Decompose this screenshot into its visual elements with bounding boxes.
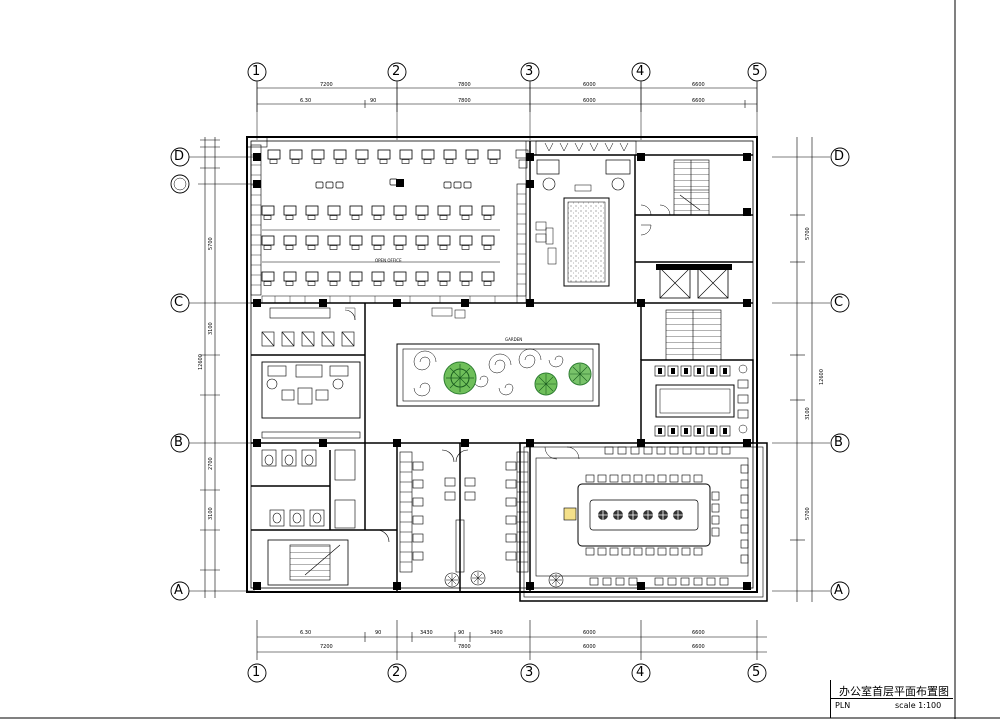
open-office-workstations: OPEN OFFICE	[250, 144, 527, 304]
svg-text:7200: 7200	[320, 82, 333, 88]
drawing-code: PLN	[835, 701, 851, 710]
svg-text:3100: 3100	[208, 507, 214, 520]
svg-text:2700: 2700	[208, 457, 214, 470]
svg-text:7200: 7200	[320, 644, 333, 650]
svg-text:6000: 6000	[583, 630, 596, 636]
svg-text:GARDEN: GARDEN	[505, 337, 522, 342]
manager-office	[515, 140, 637, 287]
svg-text:90: 90	[370, 98, 376, 104]
svg-text:5700: 5700	[208, 237, 214, 250]
left-lower-rooms	[261, 307, 361, 586]
svg-text:3400: 3400	[490, 630, 503, 636]
grid-row-right-a: A	[834, 583, 843, 598]
title-block: 办公室首层平面布置图 PLN scale 1:100	[830, 680, 953, 718]
title-divider	[831, 698, 953, 699]
svg-text:5700: 5700	[805, 507, 811, 520]
svg-text:7800: 7800	[458, 82, 471, 88]
svg-text:6600: 6600	[692, 630, 705, 636]
svg-text:6.30: 6.30	[300, 98, 311, 104]
grid-row-left-d: D	[174, 149, 185, 164]
grid-row-right-b: B	[834, 435, 843, 450]
conference-room	[535, 446, 749, 586]
grid-row-right-c: C	[834, 295, 844, 310]
grid-col-bottom-5: 5	[752, 665, 761, 680]
center-lower-offices	[376, 449, 529, 573]
svg-text:6000: 6000	[583, 98, 596, 104]
bottom-dimension-lines	[256, 620, 767, 660]
svg-text:3100: 3100	[208, 322, 214, 335]
grid-col-top-1: 1	[252, 64, 261, 79]
central-garden-feature: GARDEN	[396, 337, 600, 407]
svg-text:5700: 5700	[805, 227, 811, 240]
svg-text:6.30: 6.30	[300, 630, 311, 636]
grid-col-top-5: 5	[752, 64, 761, 79]
drawing-title: 办公室首层平面布置图	[839, 685, 949, 698]
grid-col-top-4: 4	[636, 64, 645, 79]
grid-row-left-b: B	[174, 435, 183, 450]
grid-row-right-d: D	[834, 149, 845, 164]
svg-text:6600: 6600	[692, 98, 705, 104]
right-grid-bubbles	[830, 147, 850, 601]
svg-text:7800: 7800	[458, 98, 471, 104]
grid-col-bottom-2: 2	[392, 665, 401, 680]
right-dimension-lines	[772, 137, 830, 602]
grid-col-top-3: 3	[525, 64, 534, 79]
svg-text:7800: 7800	[458, 644, 471, 650]
top-grid-bubbles	[247, 62, 767, 140]
svg-text:6600: 6600	[692, 82, 705, 88]
svg-text:3100: 3100	[805, 407, 811, 420]
grid-col-top-2: 2	[392, 64, 401, 79]
svg-text:12600: 12600	[819, 369, 825, 385]
svg-text:12600: 12600	[198, 354, 204, 370]
svg-text:6000: 6000	[583, 644, 596, 650]
bottom-grid-bubbles	[247, 663, 767, 683]
grid-col-bottom-4: 4	[636, 665, 645, 680]
svg-text:6000: 6000	[583, 82, 596, 88]
svg-text:90: 90	[458, 630, 464, 636]
svg-text:6600: 6600	[692, 644, 705, 650]
grid-row-left-c: C	[174, 295, 184, 310]
left-dimension-lines	[198, 137, 255, 598]
svg-text:3430: 3430	[420, 630, 433, 636]
small-meeting-room	[654, 364, 749, 437]
drawing-scale: scale 1:100	[895, 701, 942, 710]
stair-elevator-core	[640, 159, 732, 361]
svg-text:90: 90	[375, 630, 381, 636]
grid-row-left-a: A	[174, 583, 183, 598]
svg-text:OPEN OFFICE: OPEN OFFICE	[375, 258, 402, 263]
grid-col-bottom-3: 3	[525, 665, 534, 680]
grid-col-bottom-1: 1	[252, 665, 261, 680]
left-grid-bubbles	[170, 147, 198, 601]
